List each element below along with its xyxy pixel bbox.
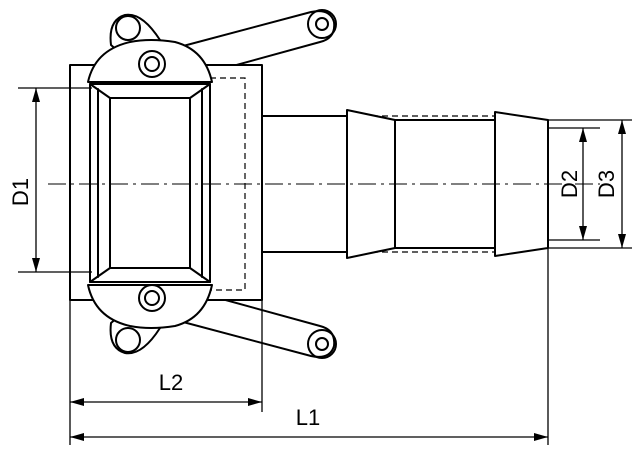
hidden-hose-bore bbox=[262, 115, 495, 253]
l1-dimension bbox=[70, 248, 549, 445]
l2-dimension bbox=[69, 300, 263, 445]
l1-label: L1 bbox=[296, 405, 320, 430]
upper-pivot-pin bbox=[138, 50, 166, 78]
d2-label: D2 bbox=[557, 170, 582, 198]
d3-label: D3 bbox=[594, 170, 619, 198]
l2-label: L2 bbox=[159, 370, 183, 395]
d1-label: D1 bbox=[8, 178, 33, 206]
lower-pivot-pin bbox=[138, 284, 166, 312]
d2-dimension bbox=[548, 127, 600, 241]
d3-dimension bbox=[548, 119, 632, 249]
d1-dimension bbox=[18, 87, 92, 273]
coupling-socket bbox=[89, 83, 211, 283]
